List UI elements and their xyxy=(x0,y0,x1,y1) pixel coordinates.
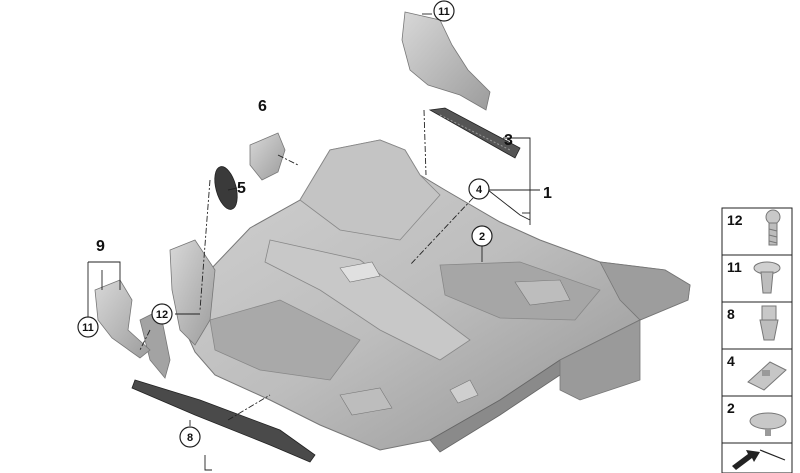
pillar-trim-top xyxy=(401,11,491,111)
callout-2: 2 xyxy=(471,225,493,247)
callout-11-left: 11 xyxy=(77,316,99,338)
trim-panel-9 xyxy=(94,279,151,359)
svg-text:4: 4 xyxy=(476,184,483,196)
callout-9: 9 xyxy=(96,238,105,255)
round-pad-icon xyxy=(749,412,787,436)
svg-text:2: 2 xyxy=(479,231,485,243)
svg-text:8: 8 xyxy=(727,306,735,322)
callout-5: 5 xyxy=(237,180,246,197)
leader-lines xyxy=(87,13,540,471)
callout-3: 3 xyxy=(504,132,513,149)
svg-text:8: 8 xyxy=(187,432,193,444)
clip-icon xyxy=(759,305,779,341)
callout-12: 12 xyxy=(151,303,173,325)
pad-part-5 xyxy=(214,166,238,210)
callout-11-top: 11 xyxy=(433,0,455,22)
callout-6: 6 xyxy=(258,98,267,115)
expanding-rivet-icon xyxy=(753,261,781,294)
fastener-legend: 12 11 8 xyxy=(721,207,793,473)
svg-text:2: 2 xyxy=(727,400,735,416)
bracket-part-6 xyxy=(249,132,286,181)
callout-4: 4 xyxy=(468,178,490,200)
legend-item-2: 2 xyxy=(721,395,793,444)
legend-item-11: 11 xyxy=(721,254,793,303)
fastener-plate-icon xyxy=(747,361,787,391)
legend-item-8: 8 xyxy=(721,301,793,350)
legend-item-12: 12 xyxy=(721,207,793,256)
strip-part-3 xyxy=(428,107,521,159)
callout-8: 8 xyxy=(179,426,201,448)
svg-text:12: 12 xyxy=(727,212,743,228)
sill-strip-8 xyxy=(131,379,316,463)
screw-icon xyxy=(765,209,781,246)
svg-text:11: 11 xyxy=(82,322,94,334)
svg-text:11: 11 xyxy=(438,6,450,18)
legend-item-4: 4 xyxy=(721,348,793,397)
arrow-icon xyxy=(732,449,786,470)
legend-arrow-box xyxy=(721,442,793,473)
svg-text:11: 11 xyxy=(727,259,742,275)
floor-carpet xyxy=(184,139,691,453)
callout-1: 1 xyxy=(543,185,552,202)
svg-text:4: 4 xyxy=(727,353,735,369)
svg-text:12: 12 xyxy=(156,309,168,321)
